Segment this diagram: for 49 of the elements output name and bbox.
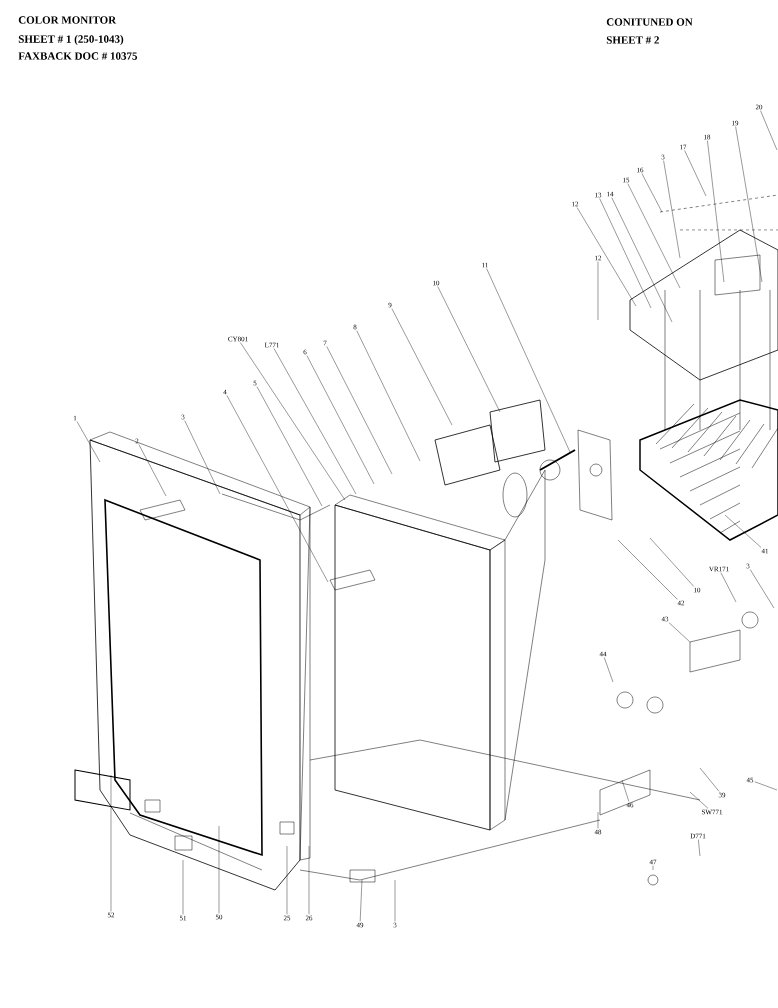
leader-line — [240, 342, 346, 501]
leader-line — [110, 774, 112, 912]
leader-line — [273, 348, 357, 495]
leader-line — [760, 110, 778, 151]
leader-line — [652, 865, 654, 871]
leader-line — [627, 183, 681, 289]
header-text: CONITUNED ON — [606, 18, 693, 26]
leader-line — [724, 514, 762, 548]
leader-line — [306, 355, 375, 485]
header-text: SHEET # 2 — [606, 36, 659, 44]
leader-line — [356, 330, 421, 462]
leader-line — [576, 207, 637, 307]
leader-line — [649, 537, 694, 587]
header-text: FAXBACK DOC # 10375 — [18, 52, 138, 60]
leader-line — [486, 268, 571, 453]
leader-line — [641, 173, 663, 213]
leader-line — [326, 346, 393, 475]
leader-line — [391, 308, 453, 426]
leader-line — [663, 160, 681, 259]
leader-line — [599, 198, 652, 309]
leader-line — [720, 572, 737, 603]
leader-line — [182, 859, 184, 915]
leader-line — [689, 791, 709, 809]
leader-line — [621, 779, 630, 802]
leader-line — [611, 197, 673, 323]
leader-line — [597, 261, 599, 321]
header-text: SHEET # 1 (250-1043) — [18, 35, 124, 45]
leader-line — [707, 140, 725, 283]
leader-line — [226, 395, 329, 583]
leader-line — [698, 839, 701, 857]
leader-line — [359, 879, 363, 922]
leader-line — [597, 811, 599, 829]
leader-line — [437, 286, 501, 413]
leader-line — [604, 657, 614, 683]
leader-line — [76, 421, 101, 463]
leader-line — [617, 539, 678, 600]
leader-line — [754, 781, 778, 791]
leader-line — [684, 150, 707, 197]
leader-line — [699, 767, 720, 792]
leader-line — [750, 569, 775, 609]
leader-line — [308, 845, 310, 915]
leader-line — [735, 126, 763, 283]
leader-line — [286, 845, 288, 915]
leader-line — [184, 420, 221, 495]
title: COLOR MONITOR — [18, 16, 117, 24]
leader-line — [256, 386, 323, 507]
leader-line — [668, 622, 691, 643]
leader-line — [218, 825, 220, 914]
leader-line — [394, 879, 396, 922]
